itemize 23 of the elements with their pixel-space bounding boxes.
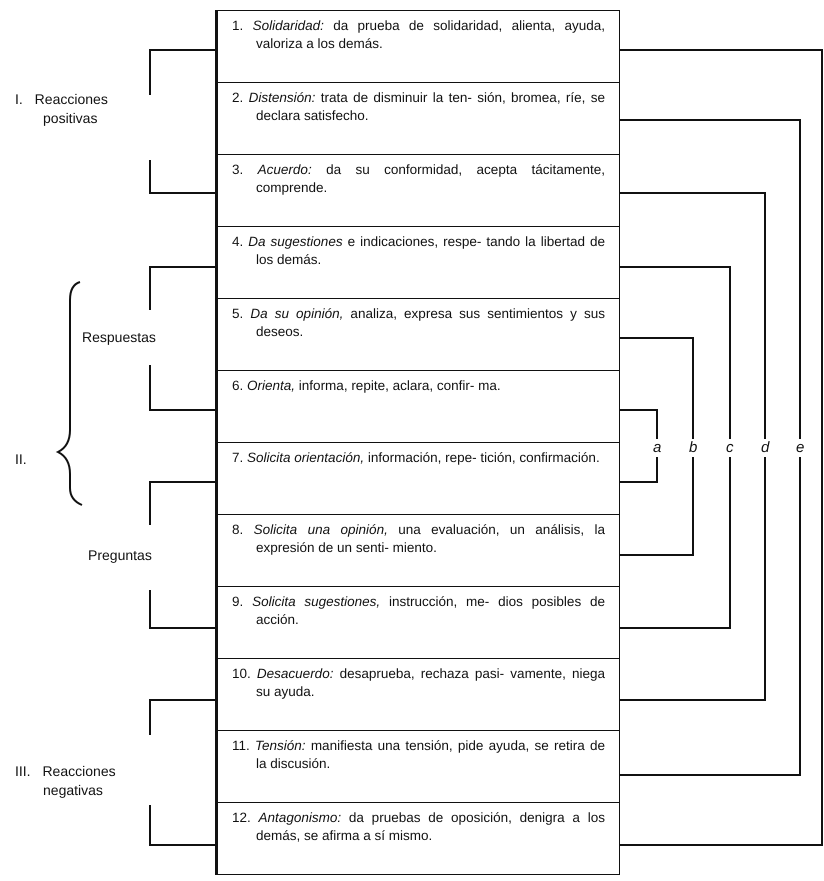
category-box: 12. Antagonismo: da pruebas de oposición, denigra a los demás, se afirma a sí mismo.: [215, 802, 620, 875]
category-box: 11. Tensión: manifiesta una tensión, pide ayuda, se retira de la discusión.: [215, 730, 620, 803]
category-box: 8. Solicita una opinión, una evaluación, un análisis, la expresión de un senti- miento.: [215, 514, 620, 587]
group-label: Preguntas: [88, 546, 153, 565]
category-box: 7. Solicita orientación, información, repe- tición, confirmación.: [215, 442, 620, 515]
connector-line: [620, 119, 801, 776]
category-box: 4. Da sugestiones e indicaciones, respe- tando la libertad de los demás.: [215, 226, 620, 299]
connector-line: [620, 337, 694, 556]
connector-line: [620, 49, 823, 846]
connector-line: [620, 266, 731, 629]
category-box: 3. Acuerdo: da su conformidad, acepta tácitamente, comprende.: [215, 154, 620, 227]
group-label: III. Reacciones negativas: [15, 762, 117, 800]
connector-line: [620, 192, 766, 701]
group-label: I. Reacciones positivas: [15, 90, 109, 128]
group-label: Respuestas: [82, 328, 157, 347]
category-box: 5. Da su opinión, analiza, expresa sus sentimientos y sus deseos.: [215, 298, 620, 371]
category-box: 9. Solicita sugestiones, instrucción, me- dios posibles de acción.: [215, 586, 620, 659]
category-box: 6. Orienta, informa, repite, aclara, confir- ma.: [215, 370, 620, 443]
category-box: 1. Solidaridad: da prueba de solidaridad, alienta, ayuda, valoriza a los demás.: [215, 10, 620, 83]
group-label: II.: [15, 450, 28, 469]
category-box: 2. Distensión: trata de disminuir la ten- sión, bromea, ríe, se declara satisfecho.: [215, 82, 620, 155]
category-box: 10. Desacuerdo: desaprueba, rechaza pasi- vamente, niega su ayuda.: [215, 658, 620, 731]
connector-line: [620, 409, 658, 483]
